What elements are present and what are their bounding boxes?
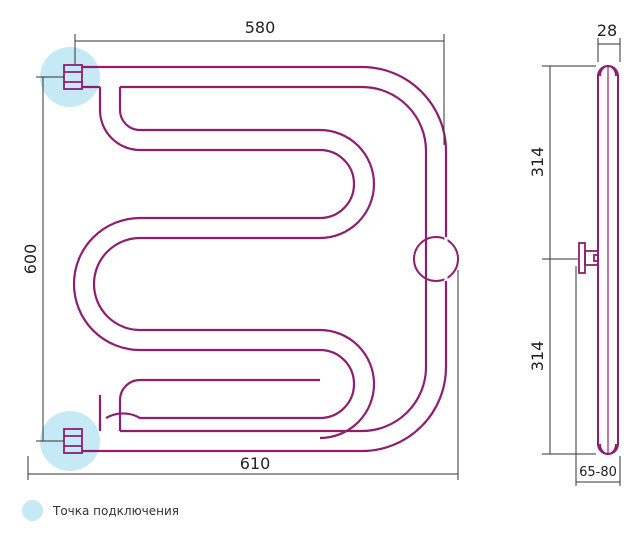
connection-point-top [40,47,100,107]
dimension-height: 600 [21,244,40,275]
legend-connection-dot [22,500,43,521]
pipe-side-view [597,65,619,455]
wall-bracket-front [413,236,459,282]
dimension-side-depth: 28 [597,21,617,40]
dimension-side-lower: 314 [528,341,547,372]
pipe-front-view [72,65,448,453]
dimension-top-width: 580 [245,18,276,37]
wall-bracket-side [578,242,599,274]
connection-point-bottom [40,411,100,471]
legend: Точка подключения [22,500,179,521]
dimension-lines-side [542,38,621,486]
dimension-bottom-width: 610 [240,454,271,473]
legend-label: Точка подключения [53,503,180,518]
dimension-lines-front [27,34,459,480]
dimension-side-upper: 314 [528,147,547,178]
dimension-wall-offset: 65-80 [579,465,617,480]
